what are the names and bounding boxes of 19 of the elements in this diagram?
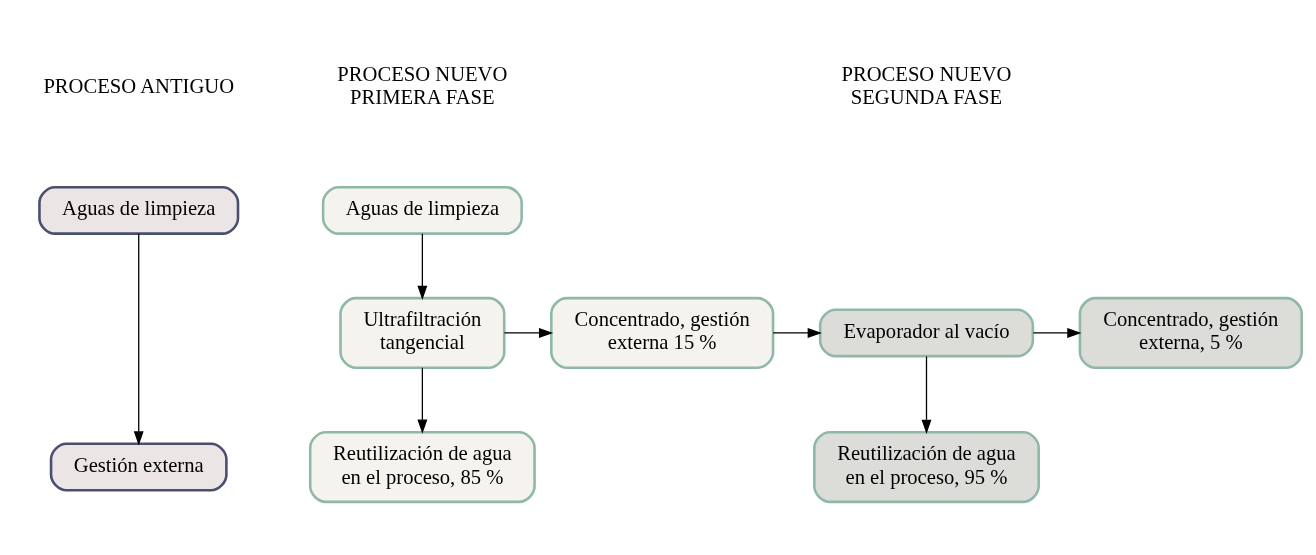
arrow (921, 355, 932, 434)
node-box: Reutilización de agua en el proceso, 95 % (813, 430, 1040, 504)
arrow (133, 233, 144, 446)
label: PROCESO NUEVO SEGUNDA FASE (841, 63, 1012, 109)
label: PROCESO ANTIGUO (43, 74, 235, 97)
node-box: Aguas de limpieza (38, 185, 240, 235)
node-box: Concentrado, gestión externa 15 % (550, 296, 775, 370)
arrow (1032, 327, 1082, 338)
arrow (417, 367, 428, 434)
node-box: Concentrado, gestión externa, 5 % (1078, 296, 1303, 370)
node-box: Reutilización de agua en el proceso, 85 % (308, 430, 536, 504)
node-box: Evaporador al vacío (818, 308, 1035, 358)
label: PROCESO NUEVO PRIMERA FASE (337, 63, 508, 109)
arrow (417, 233, 428, 300)
node-box: Gestión externa (49, 442, 228, 492)
node-box: Ultrafiltración tangencial (339, 296, 506, 370)
node-box: Aguas de limpieza (321, 185, 523, 235)
arrow (772, 327, 822, 338)
arrow (503, 327, 554, 338)
